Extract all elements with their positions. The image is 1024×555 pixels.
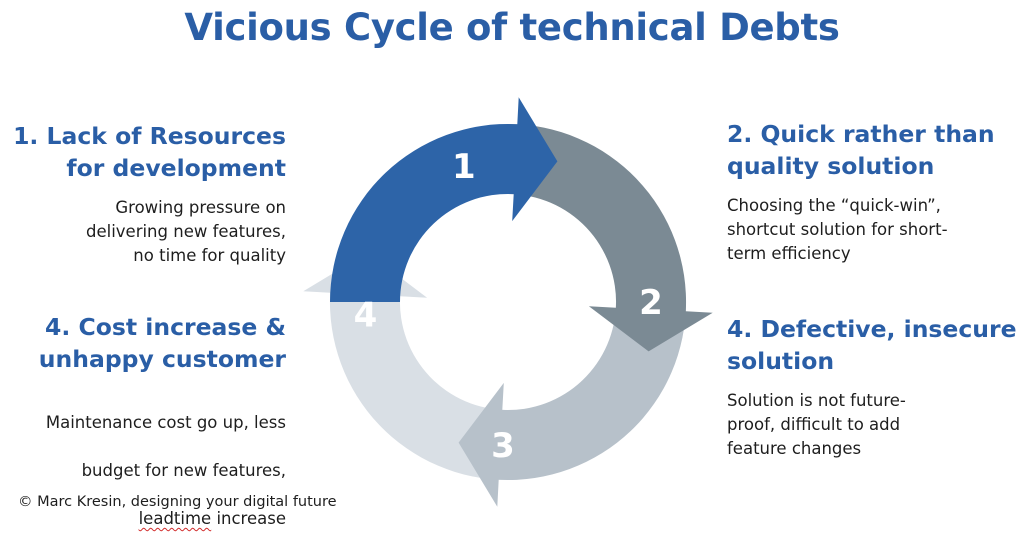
step-1-description: Growing pressure on delivering new featu… <box>85 198 286 265</box>
step-4-heading: 4. Cost increase & unhappy customer <box>38 313 286 373</box>
cycle-arrow-2 <box>508 124 713 352</box>
step-4-description-line: Maintenance cost go up, less <box>45 413 286 432</box>
cycle-step-number-4: 4 <box>354 296 378 336</box>
cycle-step-number-1: 1 <box>452 147 476 187</box>
step-2-description: Choosing the “quick-win”, shortcut solut… <box>727 196 948 263</box>
step-2-heading: 2. Quick rather than quality solution <box>727 120 995 180</box>
step-4-description-tail: increase <box>211 509 286 528</box>
cycle-arrow-3 <box>458 302 686 507</box>
cycle-diagram: 1 2 3 4 <box>303 97 713 507</box>
copyright-credit: © Marc Kresin, designing your digital fu… <box>18 494 337 510</box>
step-4-description-line: budget for new features, <box>81 461 286 480</box>
cycle-step-number-2: 2 <box>639 283 663 323</box>
step-4-description: Maintenance cost go up, less budget for … <box>39 387 286 555</box>
cycle-step-number-3: 3 <box>491 426 515 466</box>
step-3-heading: 4. Defective, insecure solution <box>727 315 1017 375</box>
diagram-title: Vicious Cycle of technical Debts <box>184 6 840 49</box>
step-1-block: 1. Lack of Resources for development Gro… <box>13 120 286 268</box>
step-3-block: 4. Defective, insecure solution Solution… <box>727 313 1017 461</box>
cycle-arrow-4 <box>303 252 508 481</box>
spellcheck-word: leadtime <box>138 509 212 528</box>
step-1-heading: 1. Lack of Resources for development <box>13 122 286 182</box>
cycle-arrow-1 <box>330 97 558 302</box>
step-4-description-line: leadtime increase <box>39 507 286 531</box>
step-4-block: 4. Cost increase & unhappy customer Main… <box>39 311 286 555</box>
step-2-block: 2. Quick rather than quality solution Ch… <box>727 118 995 266</box>
step-3-description: Solution is not future- proof, difficult… <box>727 391 906 458</box>
